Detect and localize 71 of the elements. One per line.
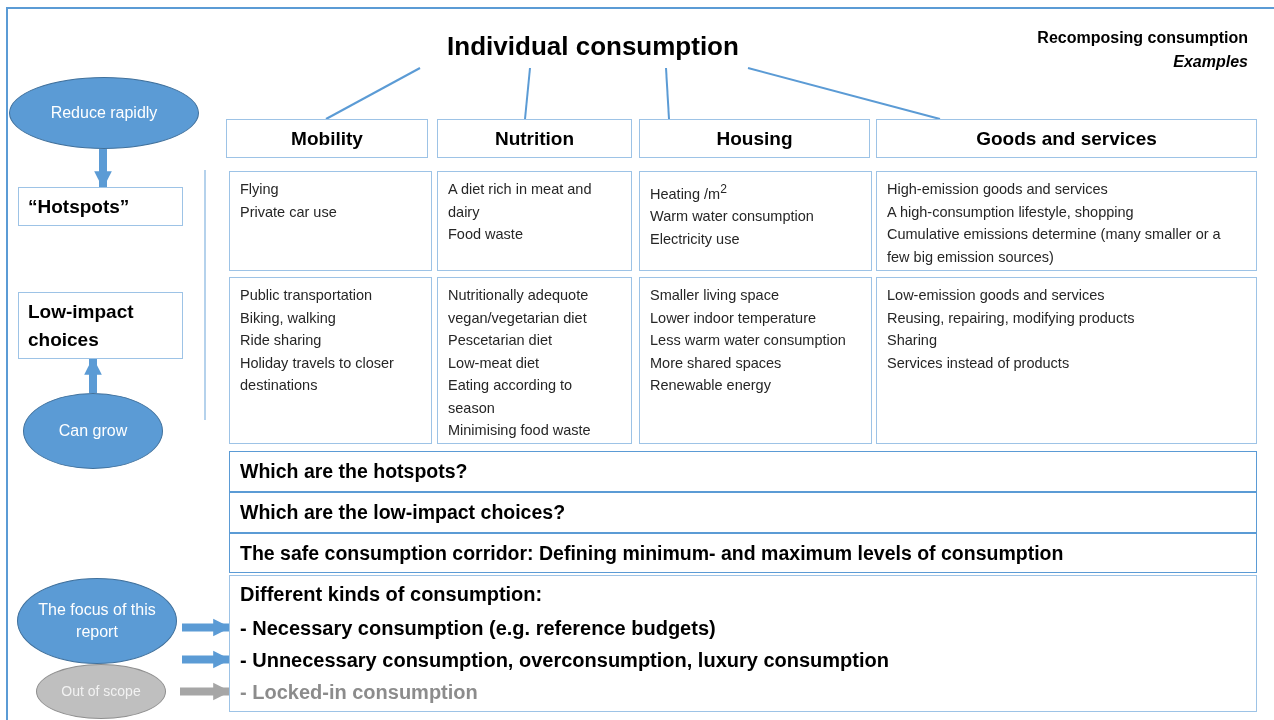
header-text: Housing bbox=[716, 127, 793, 150]
arrow bbox=[84, 357, 102, 393]
list-item: Flying bbox=[240, 180, 279, 199]
oval-text: The focus of this report bbox=[37, 599, 157, 642]
list-panel bbox=[229, 575, 1257, 712]
list-item-text: - Locked-in consumption bbox=[230, 677, 990, 708]
list-item: Sharing bbox=[887, 331, 937, 350]
list-item: Nutritionally adequote vegan/vegetarian diet bbox=[448, 286, 590, 328]
list-item: Services instead of products bbox=[887, 353, 1070, 373]
list-item: Biking, walking bbox=[240, 308, 336, 328]
connector-line bbox=[747, 67, 941, 120]
category-header bbox=[639, 119, 870, 158]
oval-text: Reduce rapidly bbox=[49, 102, 159, 123]
question-row bbox=[229, 492, 1257, 533]
label-text: Low-impact choices bbox=[28, 299, 135, 352]
list-item: Eating according to season bbox=[448, 376, 574, 418]
list-item: Low-meat diet bbox=[448, 353, 540, 373]
label-text: “Hotspots” bbox=[28, 194, 130, 219]
list-item: Private car use bbox=[240, 202, 337, 222]
label-box bbox=[18, 292, 183, 359]
list-cell bbox=[229, 171, 432, 271]
list-cell bbox=[437, 171, 632, 271]
list-cell bbox=[876, 171, 1257, 271]
list-item: Lower indoor temperature bbox=[650, 308, 817, 328]
list-item: Heating /m$^{2}$ bbox=[650, 181, 727, 204]
list-item: Less warm water consumption bbox=[650, 331, 846, 350]
question-row bbox=[229, 533, 1257, 573]
list-item: Minimising food waste bbox=[448, 421, 591, 440]
list-item-text: - Unnecessary consumption, overconsumption, luxury consumption bbox=[230, 645, 990, 676]
list-cell bbox=[437, 277, 632, 444]
list-item: A diet rich in meat and dairy bbox=[448, 180, 593, 222]
list-cell bbox=[639, 277, 872, 444]
subtitle-text: Examples bbox=[1173, 52, 1248, 72]
list-item: Reusing, repairing, modifying products bbox=[887, 308, 1135, 328]
panel-heading: Different kinds of consumption: bbox=[240, 582, 543, 607]
list-item: Public transportation bbox=[240, 286, 373, 305]
list-item: Smaller living space bbox=[650, 286, 779, 305]
list-cell bbox=[639, 171, 872, 271]
row-text: Which are the hotspots? bbox=[240, 460, 468, 483]
label-box bbox=[18, 187, 183, 226]
arrow bbox=[94, 149, 112, 189]
list-item: Ride sharing bbox=[240, 331, 322, 350]
row-text: The safe consumption corridor: Defining minimum- and maximum levels of consumption bbox=[240, 541, 1064, 565]
list-item: Renewable energy bbox=[650, 376, 771, 395]
oval-text: Can grow bbox=[57, 420, 129, 441]
list-item: Cumulative emissions determine (many smaller or a few big emission sources) bbox=[887, 225, 1222, 267]
heading-text: Individual consumption bbox=[425, 24, 761, 68]
list-item: Holiday travels to closer destinations bbox=[240, 353, 395, 395]
header-text: Mobility bbox=[291, 127, 363, 150]
category-header bbox=[437, 119, 632, 158]
list-item-text: - Necessary consumption (e.g. reference budgets) bbox=[230, 613, 990, 644]
list-item: More shared spaces bbox=[650, 353, 782, 373]
category-header bbox=[876, 119, 1257, 158]
connector-line bbox=[524, 67, 531, 120]
list-item: Low-emission goods and services bbox=[887, 286, 1105, 305]
header-text: Goods and services bbox=[976, 127, 1157, 150]
list-item: Electricity use bbox=[650, 229, 740, 249]
category-header bbox=[226, 119, 428, 158]
list-item: High-emission goods and services bbox=[887, 180, 1108, 199]
list-cell bbox=[229, 277, 432, 444]
list-item: A high-consumption lifestyle, shopping bbox=[887, 202, 1134, 222]
row-text: Which are the low-impact choices? bbox=[240, 501, 566, 524]
header-text: Nutrition bbox=[494, 127, 575, 150]
list-item: Food waste bbox=[448, 225, 523, 244]
question-row bbox=[229, 451, 1257, 492]
list-cell bbox=[876, 277, 1257, 444]
connector-line bbox=[665, 67, 670, 120]
list-item: Warm water consumption bbox=[650, 207, 814, 227]
list-item: Pescetarian diet bbox=[448, 331, 552, 350]
corner-title: Recomposing consumption bbox=[1037, 28, 1248, 48]
connector-line bbox=[325, 67, 421, 120]
